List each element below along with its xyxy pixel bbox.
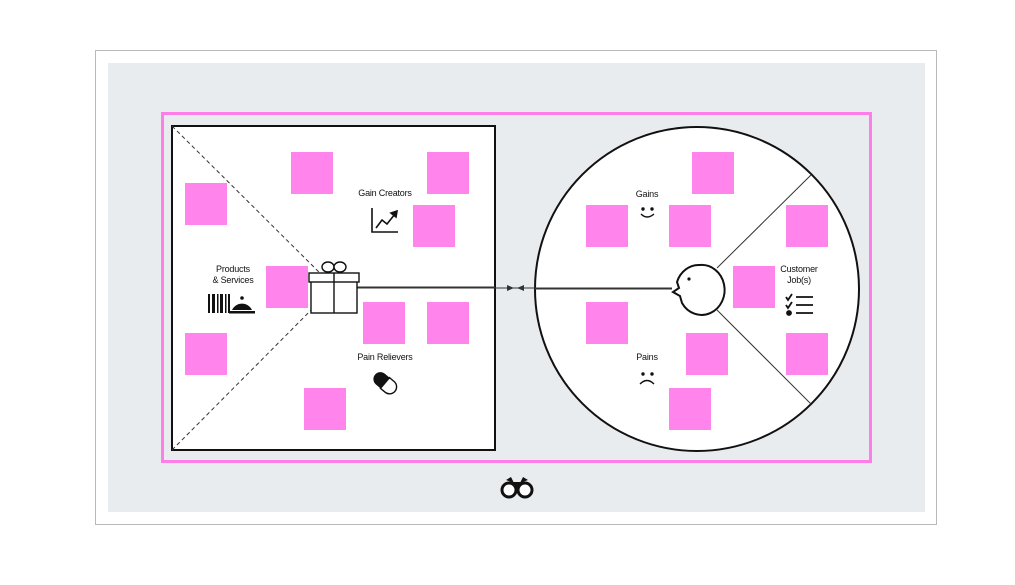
products-services-label: Products & Services [212,264,254,285]
pill-icon [373,372,398,395]
sticky-note[interactable] [586,302,628,344]
frown-icon [639,372,655,385]
sticky-note[interactable] [692,152,734,194]
sticky-note[interactable] [413,205,455,247]
checklist-icon [785,293,813,316]
sticky-note[interactable] [291,152,333,194]
gain-creators-label: Gain Creators [358,188,412,198]
sticky-note[interactable] [427,152,469,194]
sticky-note[interactable] [669,205,711,247]
customer-jobs-label: Customer Job(s) [780,264,818,285]
sticky-note[interactable] [185,183,227,225]
value-map-diagonal-bottom [171,286,335,451]
sticky-note[interactable] [686,333,728,375]
chart-up-icon [371,208,399,233]
sticky-note[interactable] [669,388,711,430]
sticky-note[interactable] [427,302,469,344]
value-map-diagonal-top [171,125,335,288]
binoculars-icon[interactable] [499,473,535,501]
profile-divider-lower [716,309,812,405]
barcode-icon [208,294,230,313]
gift-icon [308,261,360,314]
pain-relievers-label: Pain Relievers [357,352,413,362]
profile-divider-upper [716,174,812,269]
pains-label: Pains [636,352,658,362]
food-cloche-icon [229,296,255,314]
sticky-note[interactable] [266,266,308,308]
sticky-note[interactable] [786,205,828,247]
gains-label: Gains [635,189,659,199]
selection-frame[interactable] [161,112,872,463]
sticky-note[interactable] [586,205,628,247]
face-profile-icon [671,263,726,316]
sticky-note[interactable] [185,333,227,375]
fit-arrow-left [517,285,524,291]
sticky-note[interactable] [733,266,775,308]
sticky-note[interactable] [786,333,828,375]
fit-arrow-right [507,285,514,291]
sticky-note[interactable] [363,302,405,344]
smile-icon [640,207,655,218]
sticky-note[interactable] [304,388,346,430]
